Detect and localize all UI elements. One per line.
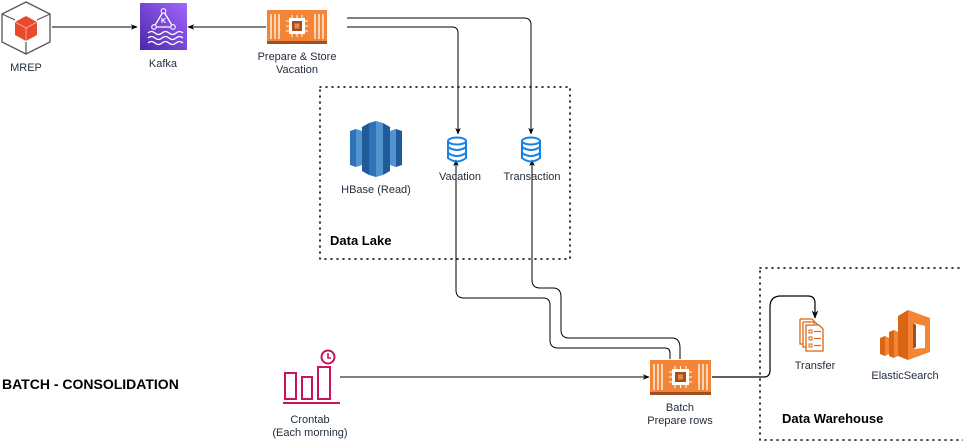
edge-batch-transfer <box>712 295 819 378</box>
data-warehouse-label: Data Warehouse <box>782 411 884 426</box>
node-label-vacation: Vacation <box>439 171 481 183</box>
diagram-title: BATCH - CONSOLIDATION <box>2 376 179 392</box>
node-label-hbase: HBase (Read) <box>341 184 411 196</box>
amazon-elasticsearch-icon[interactable] <box>880 310 930 360</box>
node-label-transaction: Transaction <box>503 171 561 183</box>
ec2-instance-chip-icon[interactable] <box>267 10 327 44</box>
node-label-crontab: Crontab (Each morning) <box>272 414 348 439</box>
node-label-transfer: Transfer <box>794 360 836 372</box>
eventbridge-scheduler-icon[interactable] <box>283 349 340 404</box>
database-icon[interactable] <box>521 136 541 163</box>
node-label-mrep: MREP <box>10 62 42 74</box>
node-label-prepare-store: Prepare & Store Vacation <box>257 51 337 76</box>
node-label-kafka: Kafka <box>148 58 178 70</box>
node-label-batch: Batch Prepare rows <box>647 402 713 427</box>
edge-batch-transaction <box>529 159 681 359</box>
edge-prepare-vacation <box>347 26 461 135</box>
transfer-documents-icon[interactable] <box>799 318 824 352</box>
data-lake-label: Data Lake <box>330 233 392 248</box>
database-icon[interactable] <box>447 136 467 163</box>
edge-batch-vacation <box>453 159 671 359</box>
ec2-instance-chip-icon[interactable] <box>650 360 711 395</box>
node-label-elasticsearch: ElasticSearch <box>871 370 939 382</box>
aws-generic-cube-icon[interactable] <box>1 1 51 55</box>
edge-prepare-transaction <box>347 17 534 135</box>
amazon-msk-kafka-icon[interactable]: K <box>140 3 187 50</box>
amazon-redshift-icon[interactable] <box>350 121 402 177</box>
svg-text:K: K <box>161 18 166 25</box>
data-warehouse-group <box>759 267 963 441</box>
data-lake-group <box>319 86 571 260</box>
